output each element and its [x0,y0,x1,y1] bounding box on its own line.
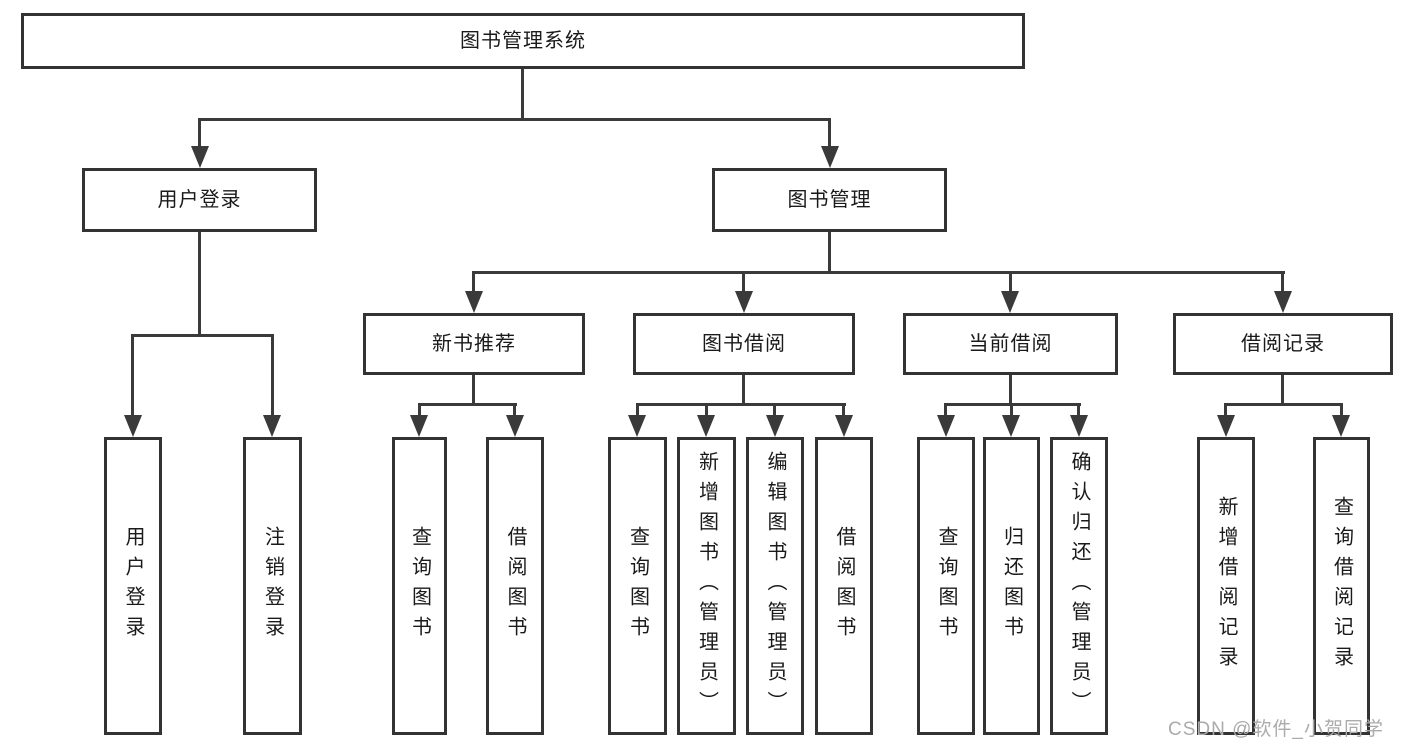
node-label: 查询图书 [935,526,957,646]
leaf-borrow-books-borrowing: 借阅图书 [815,437,873,735]
node-library-management-system: 图书管理系统 [21,13,1025,69]
connector-line [773,403,776,417]
csdn-watermark: CSDN @软件_小贺同学 [1168,719,1384,740]
leaf-logout: 注销登录 [243,437,302,735]
connector-line [472,271,475,291]
arrow-down-icon [263,415,281,437]
arrow-down-icon [1001,291,1019,313]
node-label: 查询图书 [408,526,431,646]
node-label: 新增图书（管理员） [695,451,718,721]
node-label: 借阅图书 [833,526,855,646]
node-label: 用户登录 [122,526,144,646]
node-label: 新增借阅记录 [1215,496,1237,676]
connector-line [1009,375,1012,406]
connector-line [828,118,831,148]
node-label: 注销登录 [261,526,284,646]
arrow-down-icon [766,415,784,437]
leaf-user-login: 用户登录 [104,437,162,735]
leaf-query-books-newbook: 查询图书 [392,437,447,735]
arrow-down-icon [1070,415,1088,437]
connector-line [1281,375,1284,406]
leaf-query-borrow-record: 查询借阅记录 [1313,437,1370,735]
node-label: 查询借阅记录 [1330,496,1353,676]
arrow-down-icon [506,415,524,437]
node-label: 新书推荐 [432,333,516,355]
node-label: 编辑图书（管理员） [764,451,786,721]
leaf-query-books-borrowing: 查询图书 [608,437,667,735]
node-label: 借阅记录 [1241,333,1325,355]
connector-line [742,271,745,291]
node-borrowing-records: 借阅记录 [1173,313,1393,375]
connector-line [472,375,475,406]
arrow-down-icon [697,415,715,437]
connector-line [742,375,745,406]
arrow-down-icon [124,415,142,437]
leaf-confirm-return-admin: 确认归还（管理员） [1050,437,1108,735]
connector-line [636,403,846,406]
node-label: 当前借阅 [968,333,1053,355]
node-label: 用户登录 [157,189,242,211]
leaf-add-book-admin: 新增图书（管理员） [677,437,736,735]
connector-line [1281,271,1284,291]
connector-line [198,232,201,337]
connector-line [828,232,831,274]
node-label: 借阅图书 [504,526,526,646]
connector-line [842,403,845,417]
connector-line [418,403,517,406]
arrow-down-icon [937,415,955,437]
arrow-down-icon [821,146,839,168]
connector-line [1077,403,1080,417]
arrow-down-icon [835,415,853,437]
node-book-management: 图书管理 [712,168,947,232]
node-current-borrowing: 当前借阅 [903,313,1118,375]
arrow-down-icon [735,291,753,313]
connector-line [472,271,1285,274]
arrow-down-icon [1332,415,1350,437]
node-label: 归还图书 [1000,526,1023,646]
connector-line [1009,271,1012,291]
arrow-down-icon [628,415,646,437]
connector-line [705,403,708,417]
connector-line [1224,403,1343,406]
connector-line [1224,403,1227,417]
connector-line [513,403,516,417]
node-label: 图书管理 [787,189,872,211]
connector-line [636,403,639,417]
node-label: 图书借阅 [702,333,786,355]
node-label: 图书管理系统 [460,30,586,52]
connector-line [131,334,274,337]
node-new-book-recommend: 新书推荐 [363,313,585,375]
connector-line [198,118,831,121]
leaf-query-books-current: 查询图书 [917,437,975,735]
node-label: 确认归还（管理员） [1068,451,1090,721]
connector-line [1010,403,1013,417]
arrow-down-icon [410,415,428,437]
arrow-down-icon [1217,415,1235,437]
connector-line [944,403,947,417]
leaf-add-borrow-record: 新增借阅记录 [1197,437,1255,735]
arrow-down-icon [1002,415,1020,437]
leaf-borrow-books-newbook: 借阅图书 [486,437,544,735]
connector-line [271,334,274,417]
connector-line [521,69,524,121]
arrow-down-icon [191,146,209,168]
arrow-down-icon [1274,291,1292,313]
connector-line [131,334,134,417]
node-label: 查询图书 [626,526,649,646]
node-user-login: 用户登录 [82,168,317,232]
arrow-down-icon [465,291,483,313]
leaf-return-books: 归还图书 [983,437,1040,735]
leaf-edit-book-admin: 编辑图书（管理员） [746,437,804,735]
node-book-borrowing: 图书借阅 [633,313,855,375]
connector-line [418,403,421,417]
connector-line [1340,403,1343,417]
connector-line [198,118,201,148]
